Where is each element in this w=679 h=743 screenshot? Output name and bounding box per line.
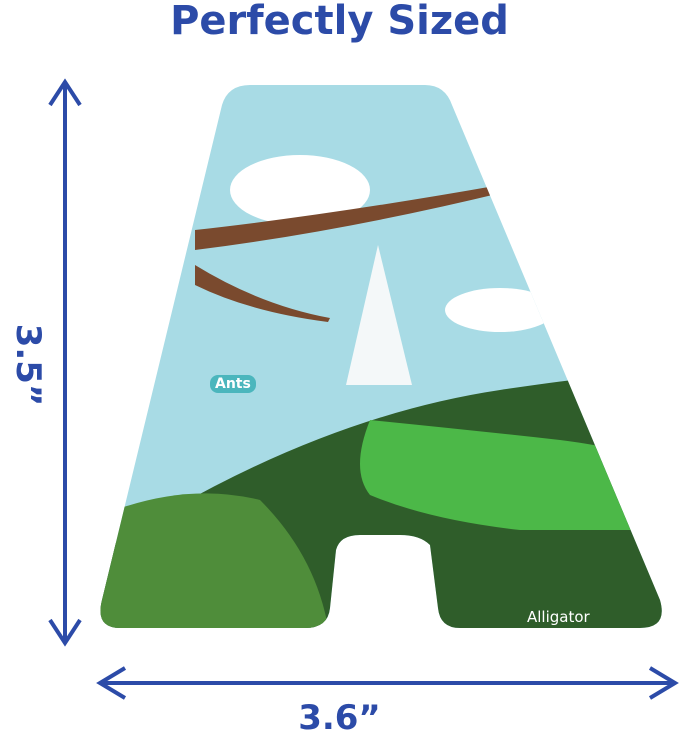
alligator (360, 420, 662, 531)
cloud (230, 155, 370, 225)
width-label: 3.6” (298, 698, 381, 738)
page-title: Perfectly Sized (170, 0, 509, 44)
height-arrow (48, 78, 82, 647)
cloud (445, 288, 555, 332)
alligator-label: Alligator (527, 608, 590, 626)
height-label: 3.5” (8, 323, 48, 407)
branch (195, 185, 505, 250)
ants-label: Ants (210, 375, 256, 393)
letter-counter (346, 245, 412, 385)
width-arrow (96, 666, 679, 700)
bush (100, 493, 330, 628)
branch (195, 265, 330, 322)
